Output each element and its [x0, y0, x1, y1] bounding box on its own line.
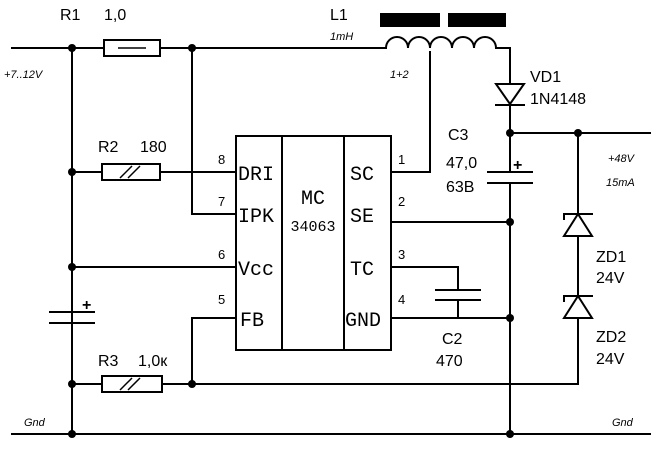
- r3-name: R3: [98, 353, 119, 370]
- input-cap-plus: +: [82, 297, 91, 314]
- gnd-right-label: Gnd: [612, 417, 634, 429]
- pin-num-6: 6: [218, 247, 225, 262]
- c3-value2: 63В: [446, 179, 474, 196]
- gnd-left-label: Gnd: [24, 417, 46, 429]
- output-current-label: 15mA: [606, 177, 635, 189]
- pin-num-1: 1: [398, 152, 405, 167]
- pin-num-2: 2: [398, 194, 405, 209]
- r2-name: R2: [98, 139, 119, 156]
- ic-name-line1: MC: [301, 188, 325, 211]
- l1-value: 1mH: [330, 31, 353, 43]
- c3-name: C3: [448, 127, 469, 144]
- input-capacitor: +: [49, 266, 95, 324]
- c2-name: C2: [442, 331, 463, 348]
- pin-name-tc: TC: [350, 259, 374, 282]
- zener-zd2: [562, 294, 594, 319]
- zd2-name: ZD2: [596, 329, 626, 346]
- c3-plus: +: [513, 157, 522, 174]
- zd2-value: 24V: [596, 351, 625, 368]
- capacitor-c2: [435, 289, 481, 301]
- l1-name: L1: [330, 7, 348, 24]
- r2-value: 180: [140, 139, 167, 156]
- pin-num-8: 8: [218, 152, 225, 167]
- pin-name-vcc: Vcc: [238, 259, 274, 282]
- pin-name-dri: DRI: [238, 164, 274, 187]
- input-voltage-label: +7..12V: [4, 69, 44, 81]
- pin-num-5: 5: [218, 292, 225, 307]
- l1-taps: 1+2: [390, 69, 409, 81]
- output-voltage-label: +48V: [608, 153, 636, 165]
- junction-dots: [68, 44, 582, 438]
- pin-name-sc: SC: [350, 164, 374, 187]
- pin-num-4: 4: [398, 292, 405, 307]
- pin-name-se: SE: [350, 206, 374, 229]
- r3-value: 1,0к: [138, 353, 168, 370]
- vd1-name: VD1: [530, 69, 561, 86]
- zener-zd1: [562, 212, 594, 237]
- pin-name-fb: FB: [240, 310, 264, 333]
- pin-name-gnd: GND: [345, 310, 381, 333]
- zd1-name: ZD1: [596, 249, 626, 266]
- r1-value: 1,0: [104, 7, 126, 24]
- diode-vd1: [494, 83, 526, 106]
- zd1-value: 24V: [596, 270, 625, 287]
- pin-num-7: 7: [218, 194, 225, 209]
- pin-name-ipk: IPK: [238, 206, 274, 229]
- r1-name: R1: [60, 7, 81, 24]
- ic-mc34063: MC 34063 DRI IPK Vcc FB SC SE TC GND: [235, 135, 392, 351]
- ic-name-line2: 34063: [290, 219, 335, 236]
- c2-value: 470: [436, 353, 463, 370]
- capacitor-c3: +: [487, 157, 533, 184]
- vd1-value: 1N4148: [530, 91, 586, 108]
- c3-value1: 47,0: [446, 155, 477, 172]
- pin-num-3: 3: [398, 247, 405, 262]
- inductor-l1: [380, 13, 506, 50]
